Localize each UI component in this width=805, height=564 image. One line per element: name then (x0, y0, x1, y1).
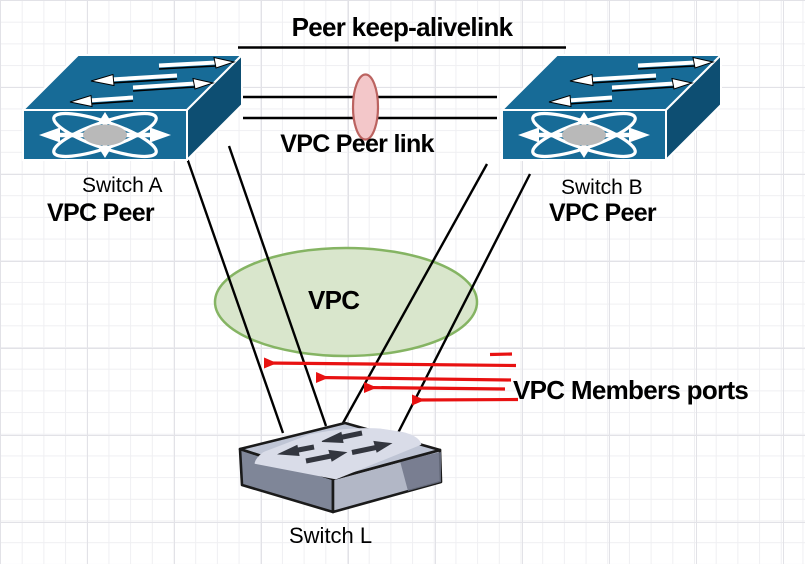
member-port-arrow-3 (363, 381, 506, 393)
port-channel-oval-icon (351, 73, 380, 141)
switch-a-role-label: VPC Peer (47, 199, 155, 227)
switch-b-name-label: Switch B (561, 176, 643, 199)
nexus-switch-icon-a (23, 55, 242, 165)
member-link-b1 (341, 163, 489, 424)
member-port-arrow-tail-mark (489, 352, 513, 357)
vpc-group-oval-icon (213, 246, 479, 358)
keepalive-title-label: Peer keep-alivelink (291, 12, 514, 42)
access-switch-icon (238, 421, 443, 514)
member-link-lines (185, 145, 532, 434)
switch-a-name-label: Switch A (82, 174, 163, 197)
vpc-label: VPC (308, 285, 360, 315)
switch-l-name-label: Switch L (289, 523, 373, 548)
vpc-members-ports-label: VPC Members ports (513, 375, 749, 405)
switch-b-role-label: VPC Peer (549, 199, 657, 227)
member-port-arrow-1 (263, 357, 517, 369)
member-link-b2 (396, 173, 532, 434)
member-link-a1 (185, 157, 285, 434)
member-link-a2 (227, 145, 328, 427)
member-port-arrow-4 (411, 394, 519, 406)
vpc-peer-link-label: VPC Peer link (280, 130, 434, 158)
red-member-port-arrow-icon (263, 352, 519, 406)
nexus-switch-icon-b (502, 55, 721, 165)
member-port-arrow-2 (315, 371, 512, 383)
